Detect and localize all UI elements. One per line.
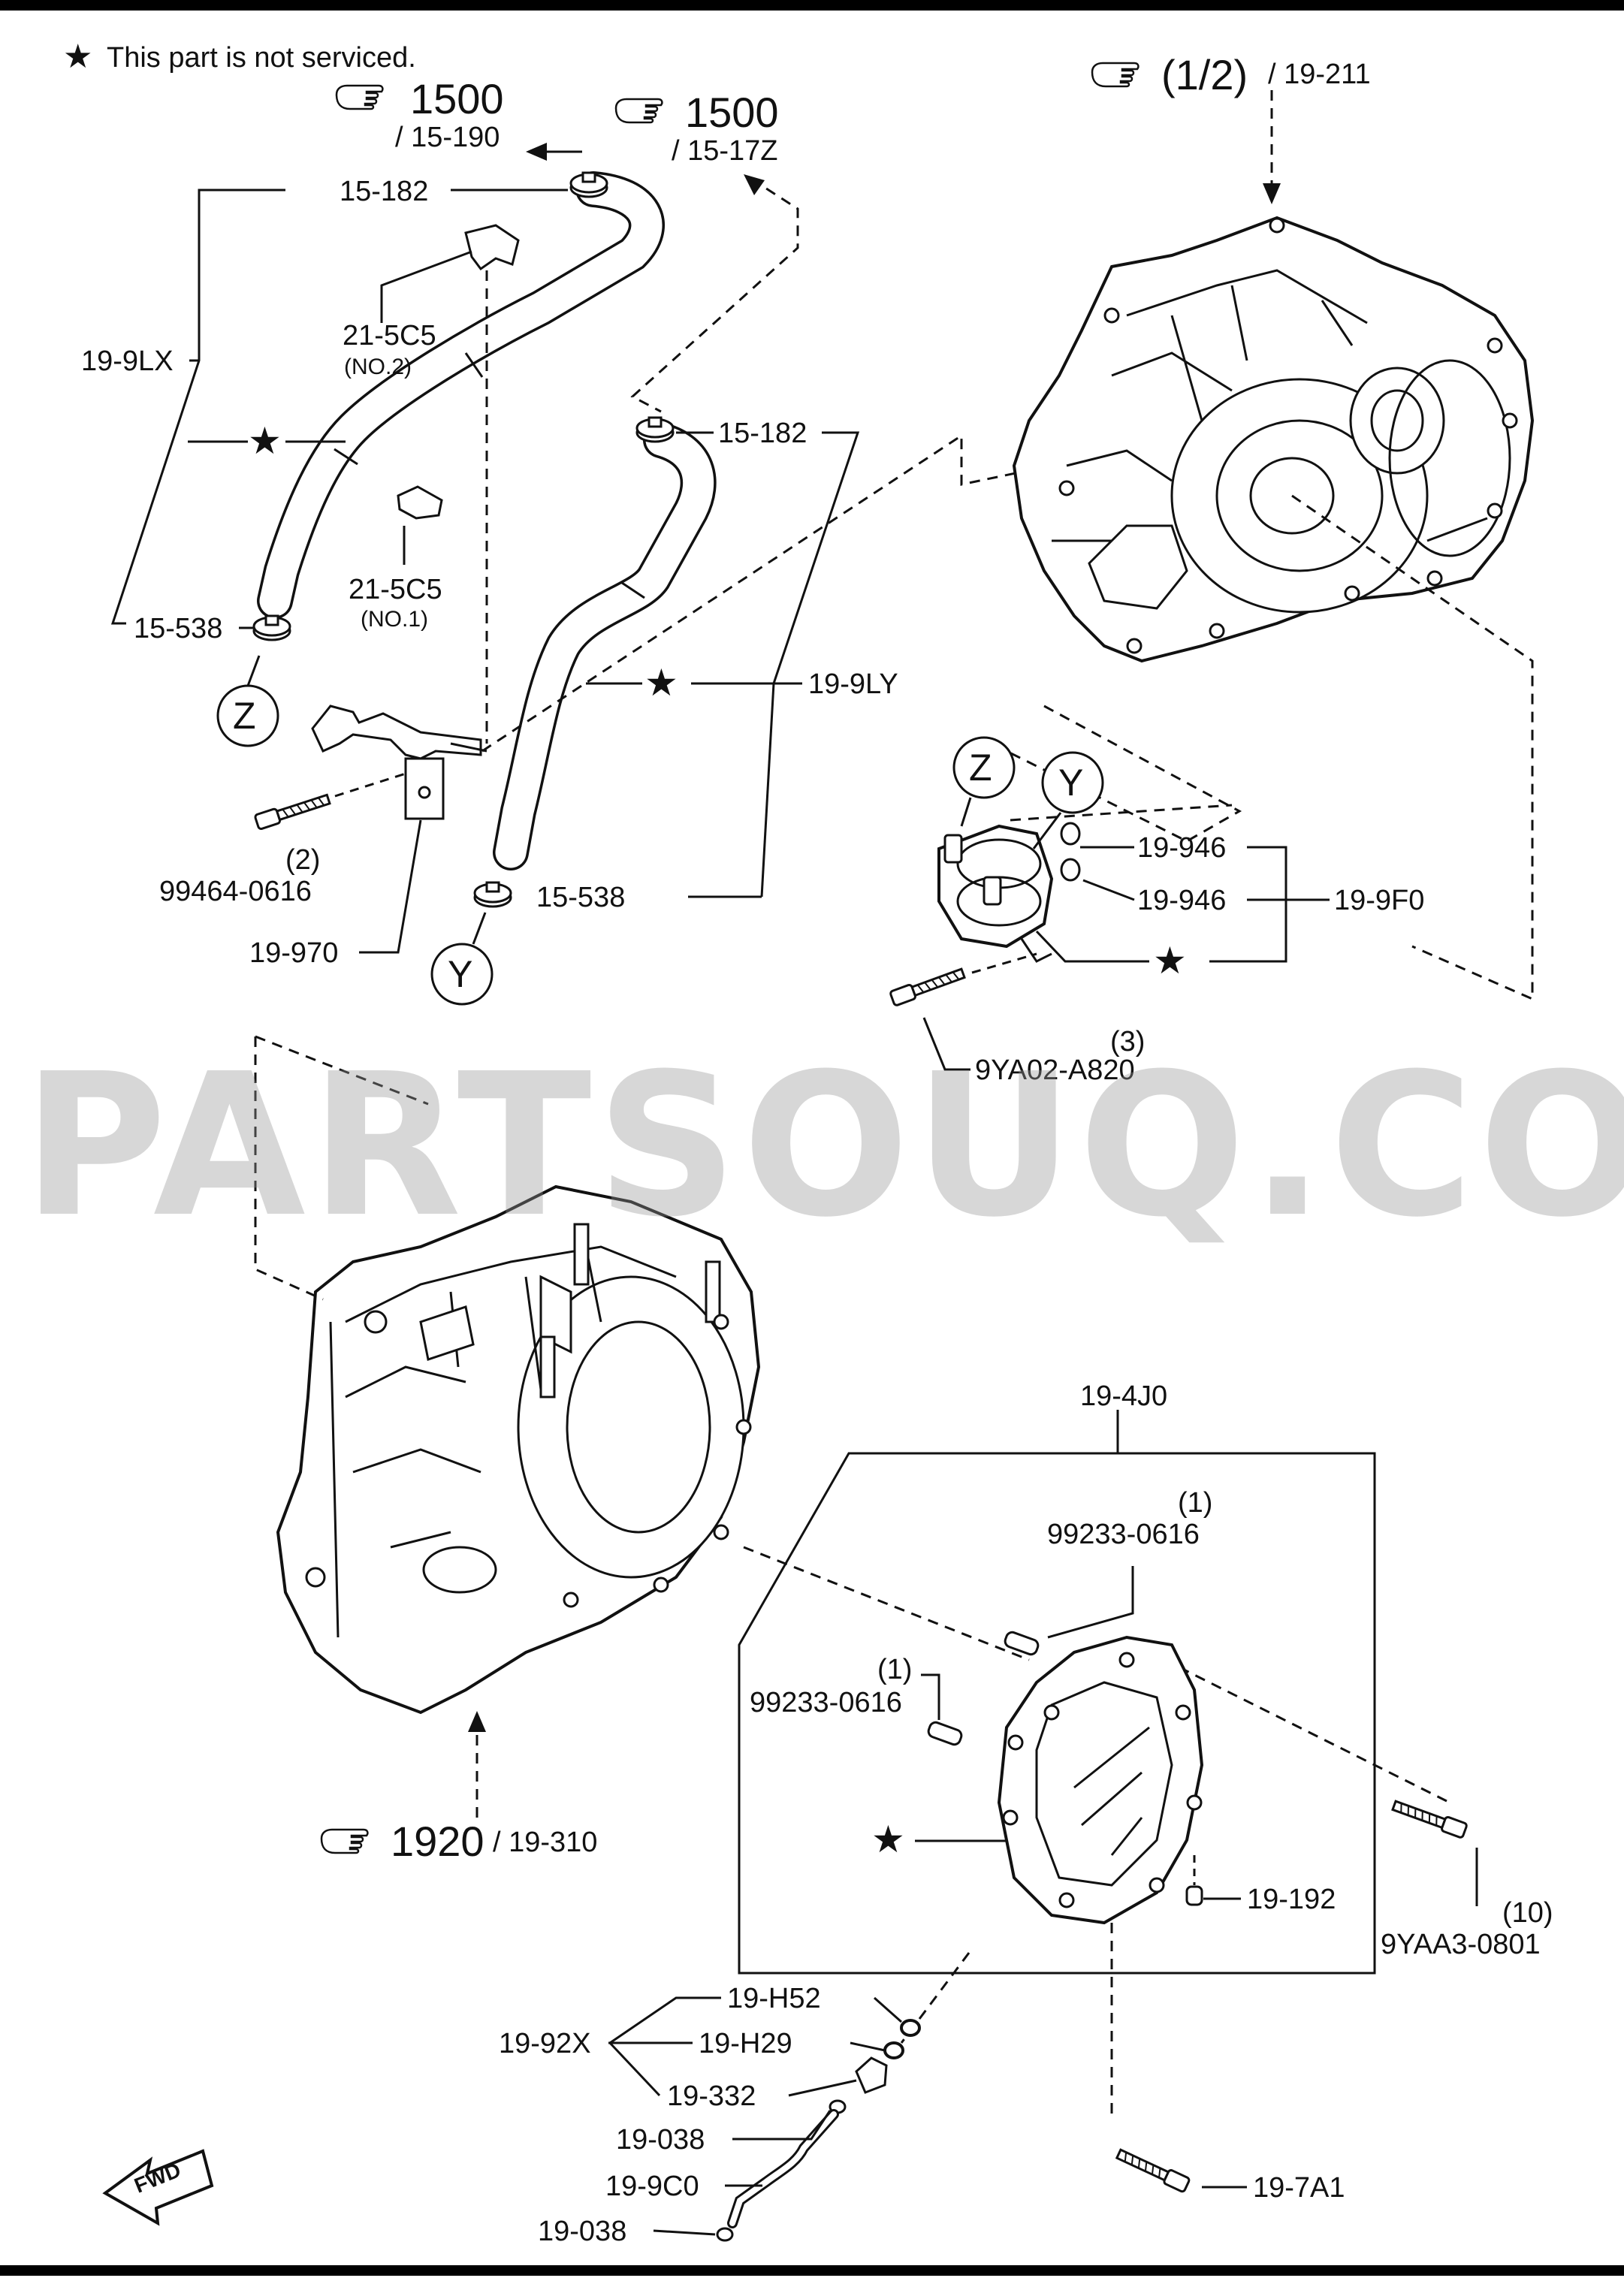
callout-19-332[interactable]: 19-332 [667,2080,756,2112]
callout-19-970[interactable]: 19-970 [249,937,339,969]
oil-cooler [937,824,1054,963]
callout-21-5c5[interactable]: 21-5C5 [343,320,436,352]
hose-clamp [635,416,675,443]
fwd-arrow-icon [102,2149,214,2226]
marker-z-b [952,736,1016,799]
ref-15-17z[interactable]: / 15-17Z [672,135,778,167]
star-icon: ★ [871,1818,905,1861]
hose-clamp [569,171,608,198]
callout-99233-0616[interactable]: 99233-0616 [1047,1519,1200,1550]
callout-qty: (3) [1110,1026,1146,1058]
star-icon: ★ [1153,939,1187,982]
star-icon: ★ [63,38,93,76]
star-icon: ★ [644,661,678,705]
marker-y-label: Y [1058,762,1084,804]
callout-qty: (1) [877,1654,913,1685]
callout-99233-0616[interactable]: 99233-0616 [750,1687,902,1718]
transmission-cover [997,1635,1204,1925]
callout-19-92x[interactable]: 19-92X [499,2028,591,2059]
callout-19-h29[interactable]: 19-H29 [699,2028,792,2059]
bolt-19-7a1 [1114,2146,1191,2194]
callout-19-038[interactable]: 19-038 [538,2216,627,2247]
callout-note: (NO.1) [361,607,428,632]
transmission-case-lower [276,1184,761,1715]
watermark: PARTSOUQ.COM [23,1031,1624,1260]
ref-1500-a[interactable]: 1500 [410,75,504,122]
pointing-hand-icon [320,1828,369,1854]
marker-y-label: Y [448,953,473,995]
bolt-9ya02 [889,964,967,1007]
callout-99464-0616[interactable]: 99464-0616 [159,876,312,907]
callout-19-038[interactable]: 19-038 [616,2124,705,2156]
ref-19-211[interactable]: / 19-211 [1268,59,1371,90]
legend-text: This part is not serviced. [107,42,416,74]
marker-y-a [430,943,494,1006]
ref-15-190[interactable]: / 15-190 [395,122,500,153]
transmission-case-upper [1012,216,1535,663]
callout-note: (NO.2) [344,355,412,379]
callout-15-182[interactable]: 15-182 [340,176,429,207]
ref-1-2[interactable]: (1/2) [1161,51,1248,98]
callout-qty: (10) [1502,1897,1553,1929]
callout-15-538[interactable]: 15-538 [536,882,626,913]
marker-z-label: Z [969,747,992,789]
callout-qty: (1) [1178,1487,1213,1519]
callout-19-9lx[interactable]: 19-9LX [81,345,174,377]
callout-19-9ly[interactable]: 19-9LY [808,668,898,700]
hose-clamp [473,881,512,908]
star-icon: ★ [248,419,282,463]
pointing-hand-icon [1091,62,1140,88]
ref-1920[interactable]: 1920 [391,1818,484,1865]
pointing-hand-icon [614,98,663,124]
callout-qty: (2) [285,844,321,876]
callout-19-192[interactable]: 19-192 [1247,1884,1336,1915]
hose-clamp [252,614,291,641]
bolt-9yaa3 [1390,1797,1469,1839]
marker-z-label: Z [233,695,256,737]
pointing-hand-icon [335,84,384,110]
callout-19-9f0[interactable]: 19-9F0 [1334,885,1425,916]
callout-21-5c5[interactable]: 21-5C5 [349,574,442,605]
callout-19-946[interactable]: 19-946 [1137,832,1227,864]
marker-y-b [1041,751,1104,814]
callout-19-9c0[interactable]: 19-9C0 [605,2171,699,2202]
callout-9yaa3-0801[interactable]: 9YAA3-0801 [1381,1929,1541,1960]
callout-15-182[interactable]: 15-182 [718,418,807,449]
ref-19-310[interactable]: / 19-310 [493,1827,598,1858]
callout-19-946[interactable]: 19-946 [1137,885,1227,916]
bolt-99464 [253,791,332,831]
callout-9ya02-a820[interactable]: 9YA02-A820 [975,1055,1135,1086]
callout-19-7a1[interactable]: 19-7A1 [1253,2172,1345,2204]
callout-15-538[interactable]: 15-538 [134,613,223,644]
ref-1500-b[interactable]: 1500 [685,89,779,136]
callout-19-4j0[interactable]: 19-4J0 [1080,1380,1168,1412]
callout-19-h52[interactable]: 19-H52 [727,1983,821,2014]
